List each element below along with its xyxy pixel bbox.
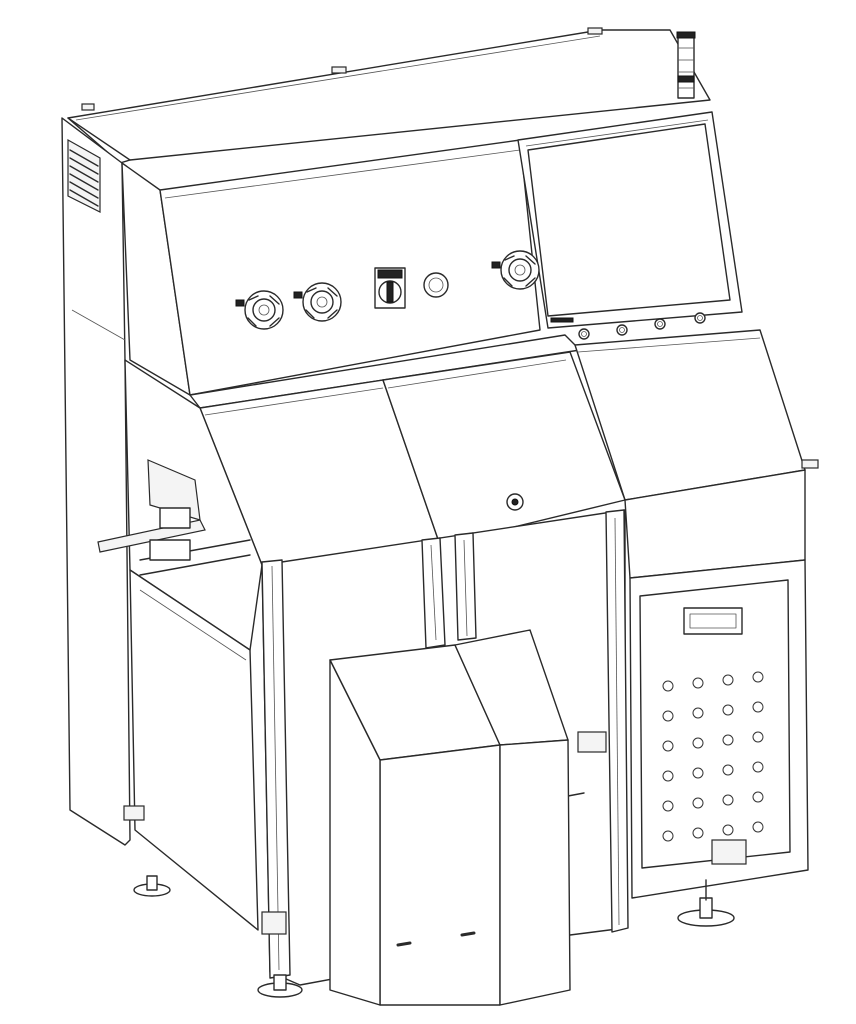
post-left [261, 559, 291, 979]
signal-tower [676, 31, 696, 99]
foot-icon [677, 879, 735, 927]
screen-button-2[interactable] [616, 324, 628, 336]
knob-2[interactable] [293, 282, 342, 322]
bracket-icon [577, 731, 607, 753]
vent-holes [662, 671, 764, 842]
bracket-icon [123, 805, 145, 821]
knob-label-icon [235, 299, 245, 307]
screen-button-4[interactable] [694, 312, 706, 324]
front-electrical-box [329, 629, 571, 1006]
right-cabinet [574, 329, 819, 899]
screen-button-3[interactable] [654, 318, 666, 330]
lid-hinge-icon [587, 27, 603, 35]
left-lower-panel [123, 569, 259, 931]
side-handle-icon [801, 459, 819, 469]
knob-label-icon [491, 261, 501, 269]
screen-buttons [578, 312, 706, 340]
knob-1[interactable] [235, 290, 284, 330]
top-lid [67, 27, 711, 164]
vertical-posts [261, 509, 629, 979]
cabinet-door[interactable] [639, 579, 791, 869]
box-door-left[interactable] [379, 744, 501, 1006]
screen-logo-plate [550, 317, 574, 323]
label-plate [683, 607, 743, 635]
left-conveyor [97, 359, 263, 651]
knob-label-icon [293, 291, 303, 299]
handle-slot [567, 792, 585, 797]
left-side-wall [61, 117, 131, 846]
feet [133, 839, 747, 998]
vent-louver-icon [67, 138, 101, 213]
bracket-icon [261, 911, 287, 935]
main-switch[interactable] [374, 267, 406, 309]
center-covers [199, 351, 626, 566]
foot-icon [133, 875, 171, 897]
control-housing [121, 139, 581, 409]
lid-hinge-icon [331, 66, 347, 74]
screen-button-1[interactable] [578, 328, 590, 340]
lid-hinge-icon [81, 103, 95, 111]
foot-icon [257, 974, 303, 998]
box-door-right[interactable] [499, 739, 571, 1006]
bracket-icon [711, 839, 747, 865]
knob-3[interactable] [491, 250, 540, 290]
hmi-screen[interactable] [517, 111, 743, 329]
push-button[interactable] [423, 272, 449, 298]
